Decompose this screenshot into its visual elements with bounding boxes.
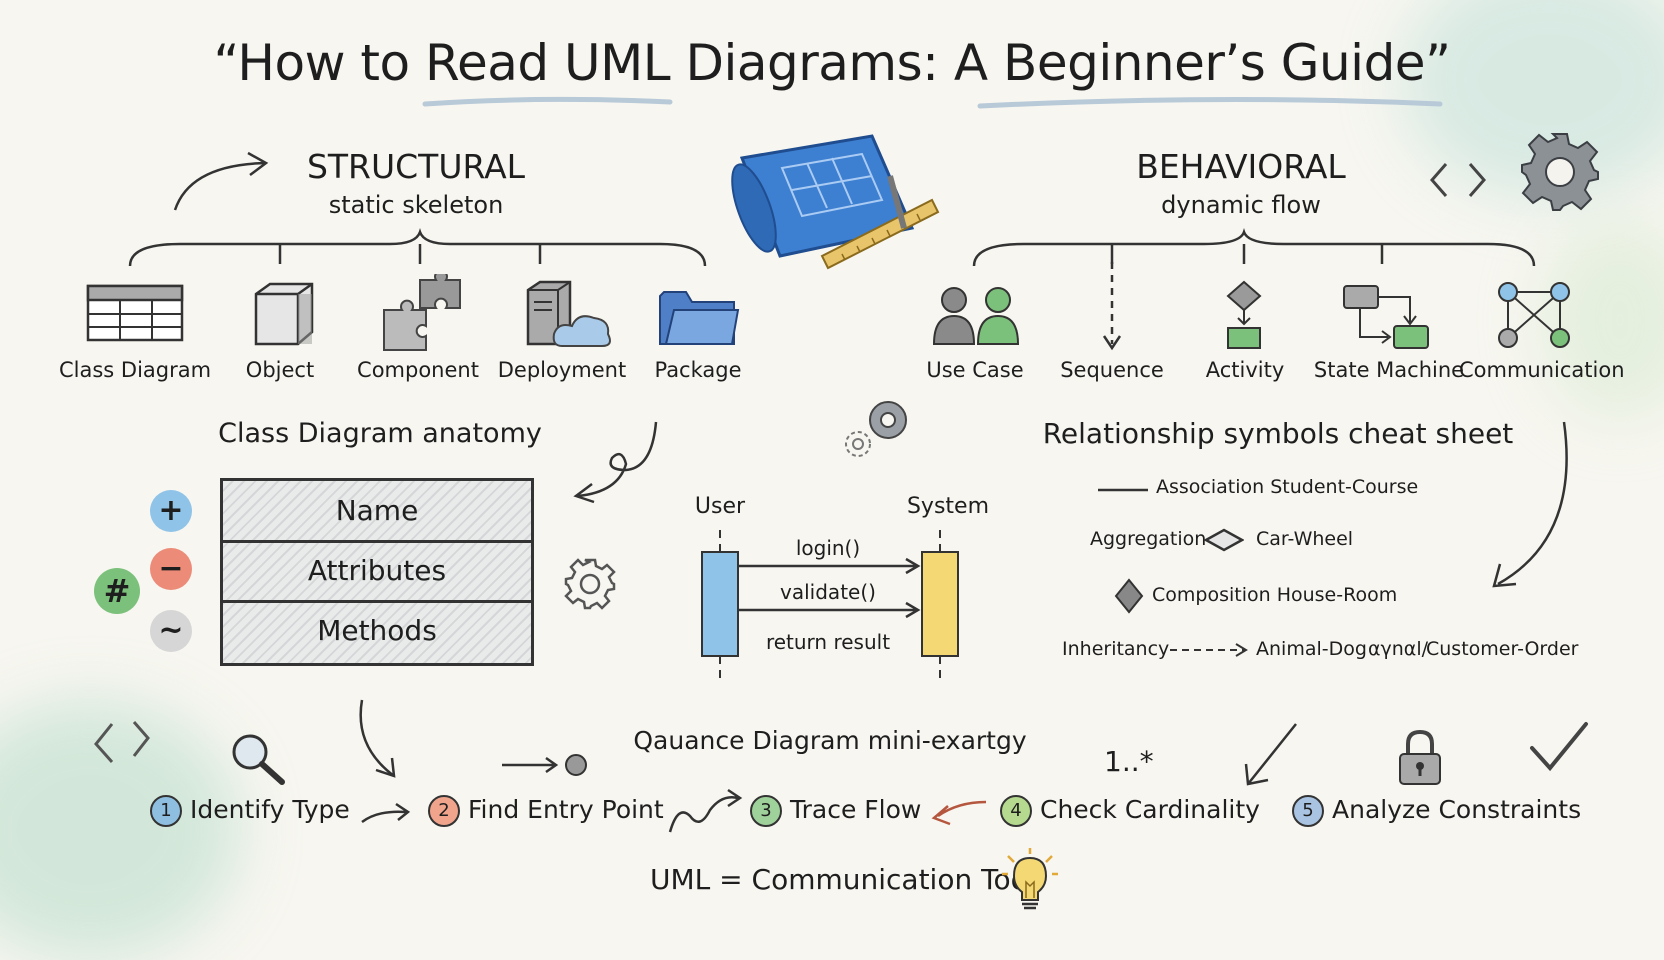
rel-dependency-garble: αγnαl/ (1368, 638, 1429, 660)
checkmark-icon (1530, 722, 1588, 772)
state-boxes-icon (1343, 285, 1429, 349)
class-anatomy-heading: Class Diagram anatomy (218, 418, 542, 449)
aggregation-diamond-icon (1204, 528, 1244, 552)
arrow-to-dot-icon (502, 754, 587, 776)
behavioral-label-statemachine: State Machine (1313, 358, 1465, 382)
visibility-private-badge: − (150, 548, 192, 590)
magnifier-icon (232, 734, 285, 785)
step-2-label: Find Entry Point (468, 795, 664, 824)
curved-arrow-icon (173, 151, 269, 211)
class-divider-2 (223, 600, 531, 603)
structural-label-deployment: Deployment (497, 358, 627, 382)
behavioral-brace (972, 228, 1536, 267)
cube-icon (254, 282, 314, 346)
relationships-heading: Relationship symbols cheat sheet (1042, 417, 1514, 450)
step-arrow-3 (931, 800, 987, 826)
class-box: Name Attributes Methods (220, 478, 534, 666)
down-arrow-left-icon (359, 699, 396, 778)
step-arrow-1 (361, 802, 411, 824)
visibility-public-badge: + (150, 490, 192, 532)
step-4: 4 Check Cardinality (1000, 795, 1260, 827)
sequence-caption: Qauance Diagram mini-exartgy (633, 726, 1027, 755)
folder-icon (659, 291, 740, 345)
code-brackets-small-icon (94, 721, 150, 763)
structural-subheading: static skeleton (328, 191, 504, 219)
class-divider-1 (223, 540, 531, 543)
seq-actor-system: System (906, 494, 990, 519)
step-5: 5 Analyze Constraints (1292, 795, 1581, 827)
visibility-package-badge: ~ (150, 610, 192, 652)
structural-brace (128, 228, 707, 267)
cardinality-label: 1..* (1104, 745, 1154, 778)
rel-aggregation-example: Car-Wheel (1256, 528, 1354, 550)
class-row-name: Name (335, 494, 419, 527)
twin-gear-icon (845, 401, 907, 457)
class-table-icon (86, 284, 184, 342)
code-brackets-icon (1430, 163, 1486, 197)
dashed-arrow-icon (1102, 262, 1122, 351)
gear-icon (1521, 133, 1599, 211)
curl-arrow-icon (573, 421, 658, 504)
people-icon (932, 287, 1020, 345)
structural-label-component: Component (357, 358, 479, 382)
visibility-protected-badge: # (94, 568, 140, 614)
diagonal-arrow-icon (1244, 723, 1297, 786)
lightbulb-icon (1002, 848, 1058, 910)
step-1: 1 Identify Type (150, 795, 350, 827)
rel-dependency-example: Customer-Order (1426, 638, 1579, 660)
behavioral-heading: BEHAVIORAL (1136, 147, 1346, 186)
seq-actor-user: User (694, 494, 746, 519)
class-row-methods: Methods (317, 614, 437, 647)
structural-heading: STRUCTURAL (306, 147, 526, 186)
network-icon (1498, 282, 1570, 348)
association-line (1098, 488, 1148, 492)
inheritancy-dashed-arrow (1170, 643, 1248, 657)
rel-composition: Composition House-Room (1152, 584, 1398, 606)
behavioral-subheading: dynamic flow (1161, 191, 1321, 219)
rel-association: Association Student-Course (1156, 476, 1419, 498)
step-4-label: Check Cardinality (1040, 795, 1260, 824)
wash-bottom-left (0, 700, 240, 960)
step-arrow-2 (668, 788, 743, 833)
seq-message-return: return result (765, 630, 891, 654)
step-2-number: 2 (428, 795, 460, 827)
small-gear-icon (564, 558, 616, 610)
rel-inheritancy: Inheritancy (1062, 638, 1170, 660)
page-title: “How to Read UML Diagrams: A Beginner’s … (213, 34, 1451, 92)
structural-label-object: Object (245, 358, 315, 382)
rel-aggregation: Aggregation (1090, 528, 1207, 550)
sequence-diagram (701, 530, 959, 678)
behavioral-label-sequence: Sequence (1060, 358, 1164, 382)
step-3-number: 3 (750, 795, 782, 827)
step-2: 2 Find Entry Point (428, 795, 664, 827)
structural-label-package: Package (654, 358, 742, 382)
footer-tagline: UML = Communication Tool (650, 863, 1036, 896)
composition-diamond-icon (1114, 578, 1144, 614)
title-underline (422, 96, 1443, 109)
behavioral-label-communication: Communication (1459, 358, 1625, 382)
step-5-number: 5 (1292, 795, 1324, 827)
seq-message-login: login() (795, 536, 861, 560)
seq-message-validate: validate() (780, 580, 876, 604)
puzzle-icon (383, 274, 461, 351)
step-3-label: Trace Flow (790, 795, 922, 824)
blueprint-ruler-icon (731, 134, 940, 270)
step-3: 3 Trace Flow (750, 795, 921, 827)
curve-down-arrow-icon (1492, 421, 1568, 588)
structural-label-class: Class Diagram (59, 358, 212, 382)
server-cloud-icon (526, 280, 611, 347)
step-4-number: 4 (1000, 795, 1032, 827)
diamond-flow-icon (1226, 280, 1262, 349)
rel-inheritancy-example: Animal-Dog (1256, 638, 1367, 660)
step-1-label: Identify Type (190, 795, 350, 824)
step-1-number: 1 (150, 795, 182, 827)
padlock-icon (1399, 729, 1441, 785)
behavioral-label-activity: Activity (1205, 358, 1285, 382)
step-5-label: Analyze Constraints (1332, 795, 1582, 824)
class-row-attributes: Attributes (307, 554, 447, 587)
behavioral-label-usecase: Use Case (926, 358, 1024, 382)
